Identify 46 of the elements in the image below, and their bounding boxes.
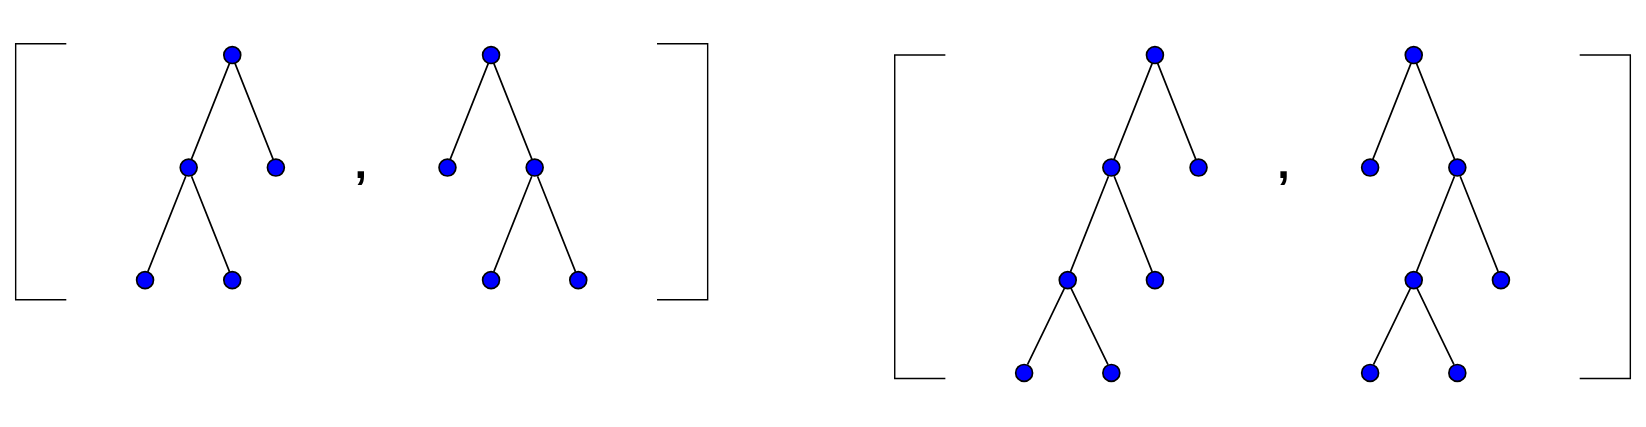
connector xyxy=(1113,62,1153,160)
connector xyxy=(1070,286,1109,365)
connector xyxy=(1026,286,1066,365)
node-circle xyxy=(1448,157,1467,177)
connector xyxy=(536,174,577,273)
connector xyxy=(1156,62,1197,160)
node-circle xyxy=(266,157,286,177)
node-circle xyxy=(1360,157,1380,177)
connector xyxy=(1372,62,1412,160)
connector xyxy=(190,62,231,160)
connector xyxy=(1415,174,1456,273)
label: , xyxy=(1277,136,1290,188)
node-circle xyxy=(1014,363,1034,382)
node-circle xyxy=(1102,363,1121,382)
node-circle xyxy=(1360,363,1380,382)
node-circle xyxy=(1058,270,1077,289)
node-circle xyxy=(438,157,457,177)
connector xyxy=(1372,286,1412,365)
connector xyxy=(1069,174,1110,273)
connector xyxy=(449,62,490,160)
node-circle xyxy=(223,270,242,289)
node-circle xyxy=(1491,270,1511,289)
node-circle xyxy=(223,45,242,64)
node-circle xyxy=(481,45,501,64)
node-circle xyxy=(1145,45,1165,64)
connector xyxy=(1416,286,1455,365)
connector xyxy=(1459,174,1500,273)
node-circle xyxy=(179,157,198,177)
connector xyxy=(234,62,274,160)
label: , xyxy=(354,136,368,188)
node-circle xyxy=(1189,157,1208,177)
connector xyxy=(146,174,187,273)
node-circle xyxy=(1404,45,1423,64)
connector xyxy=(493,62,533,160)
node-circle xyxy=(1145,270,1165,289)
connector xyxy=(1415,62,1456,160)
node-circle xyxy=(569,270,588,289)
connector xyxy=(492,174,533,273)
connector xyxy=(1113,174,1154,273)
node-circle xyxy=(135,270,155,289)
node-circle xyxy=(1404,270,1423,289)
node-circle xyxy=(1448,363,1467,382)
connector xyxy=(190,174,231,273)
node-circle xyxy=(525,157,544,177)
node-circle xyxy=(1102,157,1121,177)
node-circle xyxy=(481,270,501,289)
